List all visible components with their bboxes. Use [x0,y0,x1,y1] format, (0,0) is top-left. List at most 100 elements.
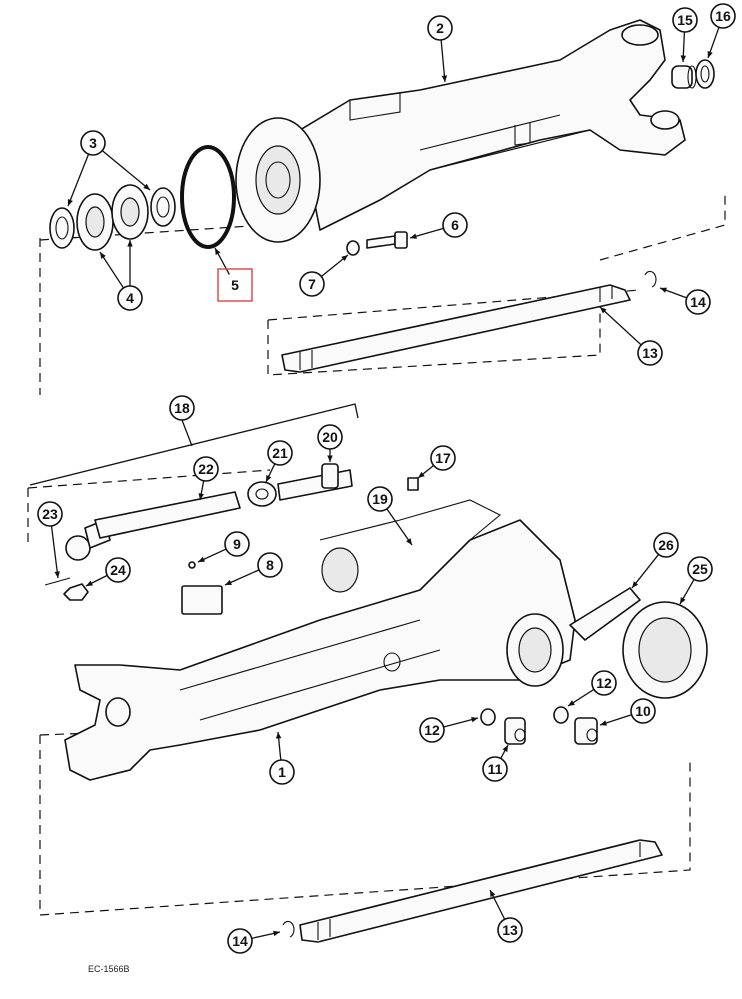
callout-c15-circle [672,7,698,33]
seal-16 [695,59,715,89]
screw-9 [188,561,196,569]
callout-c12b-label: 12 [596,675,612,691]
arrowhead-c14a-0 [660,287,667,293]
leader-c3-1 [101,150,151,191]
bushing-15 [671,65,697,89]
leader-c19-0 [386,508,413,546]
leader-c26-0 [631,554,660,589]
seal-26 [569,587,641,641]
leader-lines [29,27,720,939]
tie-rod-bracket [29,403,359,486]
callout-c4-circle [117,285,143,311]
callout-5-highlight [217,268,253,302]
callout-c15-label: 15 [677,12,693,28]
seal-and-bearing-set [49,184,176,251]
callout-c11-label: 11 [488,761,503,777]
callout-c19-label: 19 [372,491,388,507]
leader-c23-0 [50,525,59,579]
arrowhead-c11-0 [502,745,508,752]
callout-c14a-label: 14 [690,294,706,310]
arrowhead-c8-0 [225,579,232,585]
arrowhead-c3-0 [67,199,73,206]
washer-12-left [480,708,496,726]
snap-ring-lower [282,920,295,938]
plug-10 [574,717,598,745]
arrowhead-c16-0 [707,51,713,58]
callout-c13b-label: 13 [502,922,518,938]
callout-c26-label: 26 [658,537,674,553]
washer-7 [346,240,360,256]
tie-rod-tube-22 [94,491,241,539]
callout-c17-circle [430,445,456,471]
callout-c16-label: 16 [715,8,731,24]
callout-c19-circle [367,486,393,512]
plate-8 [181,585,223,615]
callout-c10-label: 10 [635,703,651,719]
callout-c14b-label: 14 [232,933,248,949]
leader-c13a-0 [599,306,642,346]
axle-shaft-lower [299,839,663,943]
callout-c20-circle [317,424,343,450]
leader-c2-0 [440,39,446,83]
callout-c3-circle [80,130,106,156]
axle-shaft-upper [281,284,631,373]
callout-c12b-circle [591,670,617,696]
arrowhead-c22-0 [198,493,204,500]
callout-c4-label: 4 [126,290,134,306]
arrowhead-c24-0 [86,580,93,586]
callout-c23-label: 23 [42,506,58,522]
axle-housing-upper [235,19,686,243]
callout-c10-circle [630,698,656,724]
o-ring-5 [180,145,236,249]
arrowhead-c9-0 [198,556,205,562]
arrowhead-c12a-0 [471,716,478,723]
callout-c9-circle [224,531,250,557]
arrowhead-c23-0 [54,571,60,578]
callout-c13b-circle [497,917,523,943]
arrowhead-c19-0 [406,538,412,545]
arrowhead-c15-0 [680,55,687,62]
callout-c5-label: 5 [231,277,239,293]
arrowhead-c12b-0 [568,700,575,706]
callout-c16-circle [710,3,736,29]
callout-c1-circle [269,759,295,785]
callout-c13a-circle [637,340,663,366]
callout-c22-label: 22 [198,461,214,477]
callout-c20-label: 20 [322,429,338,445]
bearing-cup-25 [622,601,708,699]
callout-c1-label: 1 [278,764,286,780]
axle-housing-lower [64,499,576,781]
callout-c12a-circle [419,717,445,743]
callout-c25-circle [687,556,713,582]
callout-c8-circle [257,552,283,578]
callout-c12a-label: 12 [424,722,440,738]
leader-c3-0 [67,153,90,207]
arrowhead-c4-0 [100,252,106,259]
cotter-pin-and-nut [44,577,89,601]
arrowhead-c1-0 [275,732,282,739]
fitting-17 [407,477,419,491]
arrowhead-c20-0 [327,455,333,462]
arrowhead-c7-0 [341,255,348,262]
arrowhead-c10-0 [600,720,607,726]
callout-c22-circle [193,456,219,482]
callout-c17-label: 17 [435,450,451,466]
arrowhead-c21-0 [266,475,272,482]
callout-c2-circle [427,15,453,41]
callout-c21-circle [267,440,293,466]
snap-ring-upper [644,270,657,288]
bolt-6 [366,231,408,249]
tie-rod-dashed-outline [27,469,271,545]
callout-c23-circle [37,501,63,527]
callout-c18-circle [169,395,195,421]
callout-c2-label: 2 [436,20,444,36]
arrowhead-c25-0 [680,597,686,604]
leader-c4-0 [99,251,124,289]
arrowhead-c17-0 [418,471,425,478]
arrowhead-c6-0 [410,233,417,239]
callout-c24-circle [105,557,131,583]
callout-c6-label: 6 [451,217,459,233]
callout-c21-label: 21 [272,445,288,461]
